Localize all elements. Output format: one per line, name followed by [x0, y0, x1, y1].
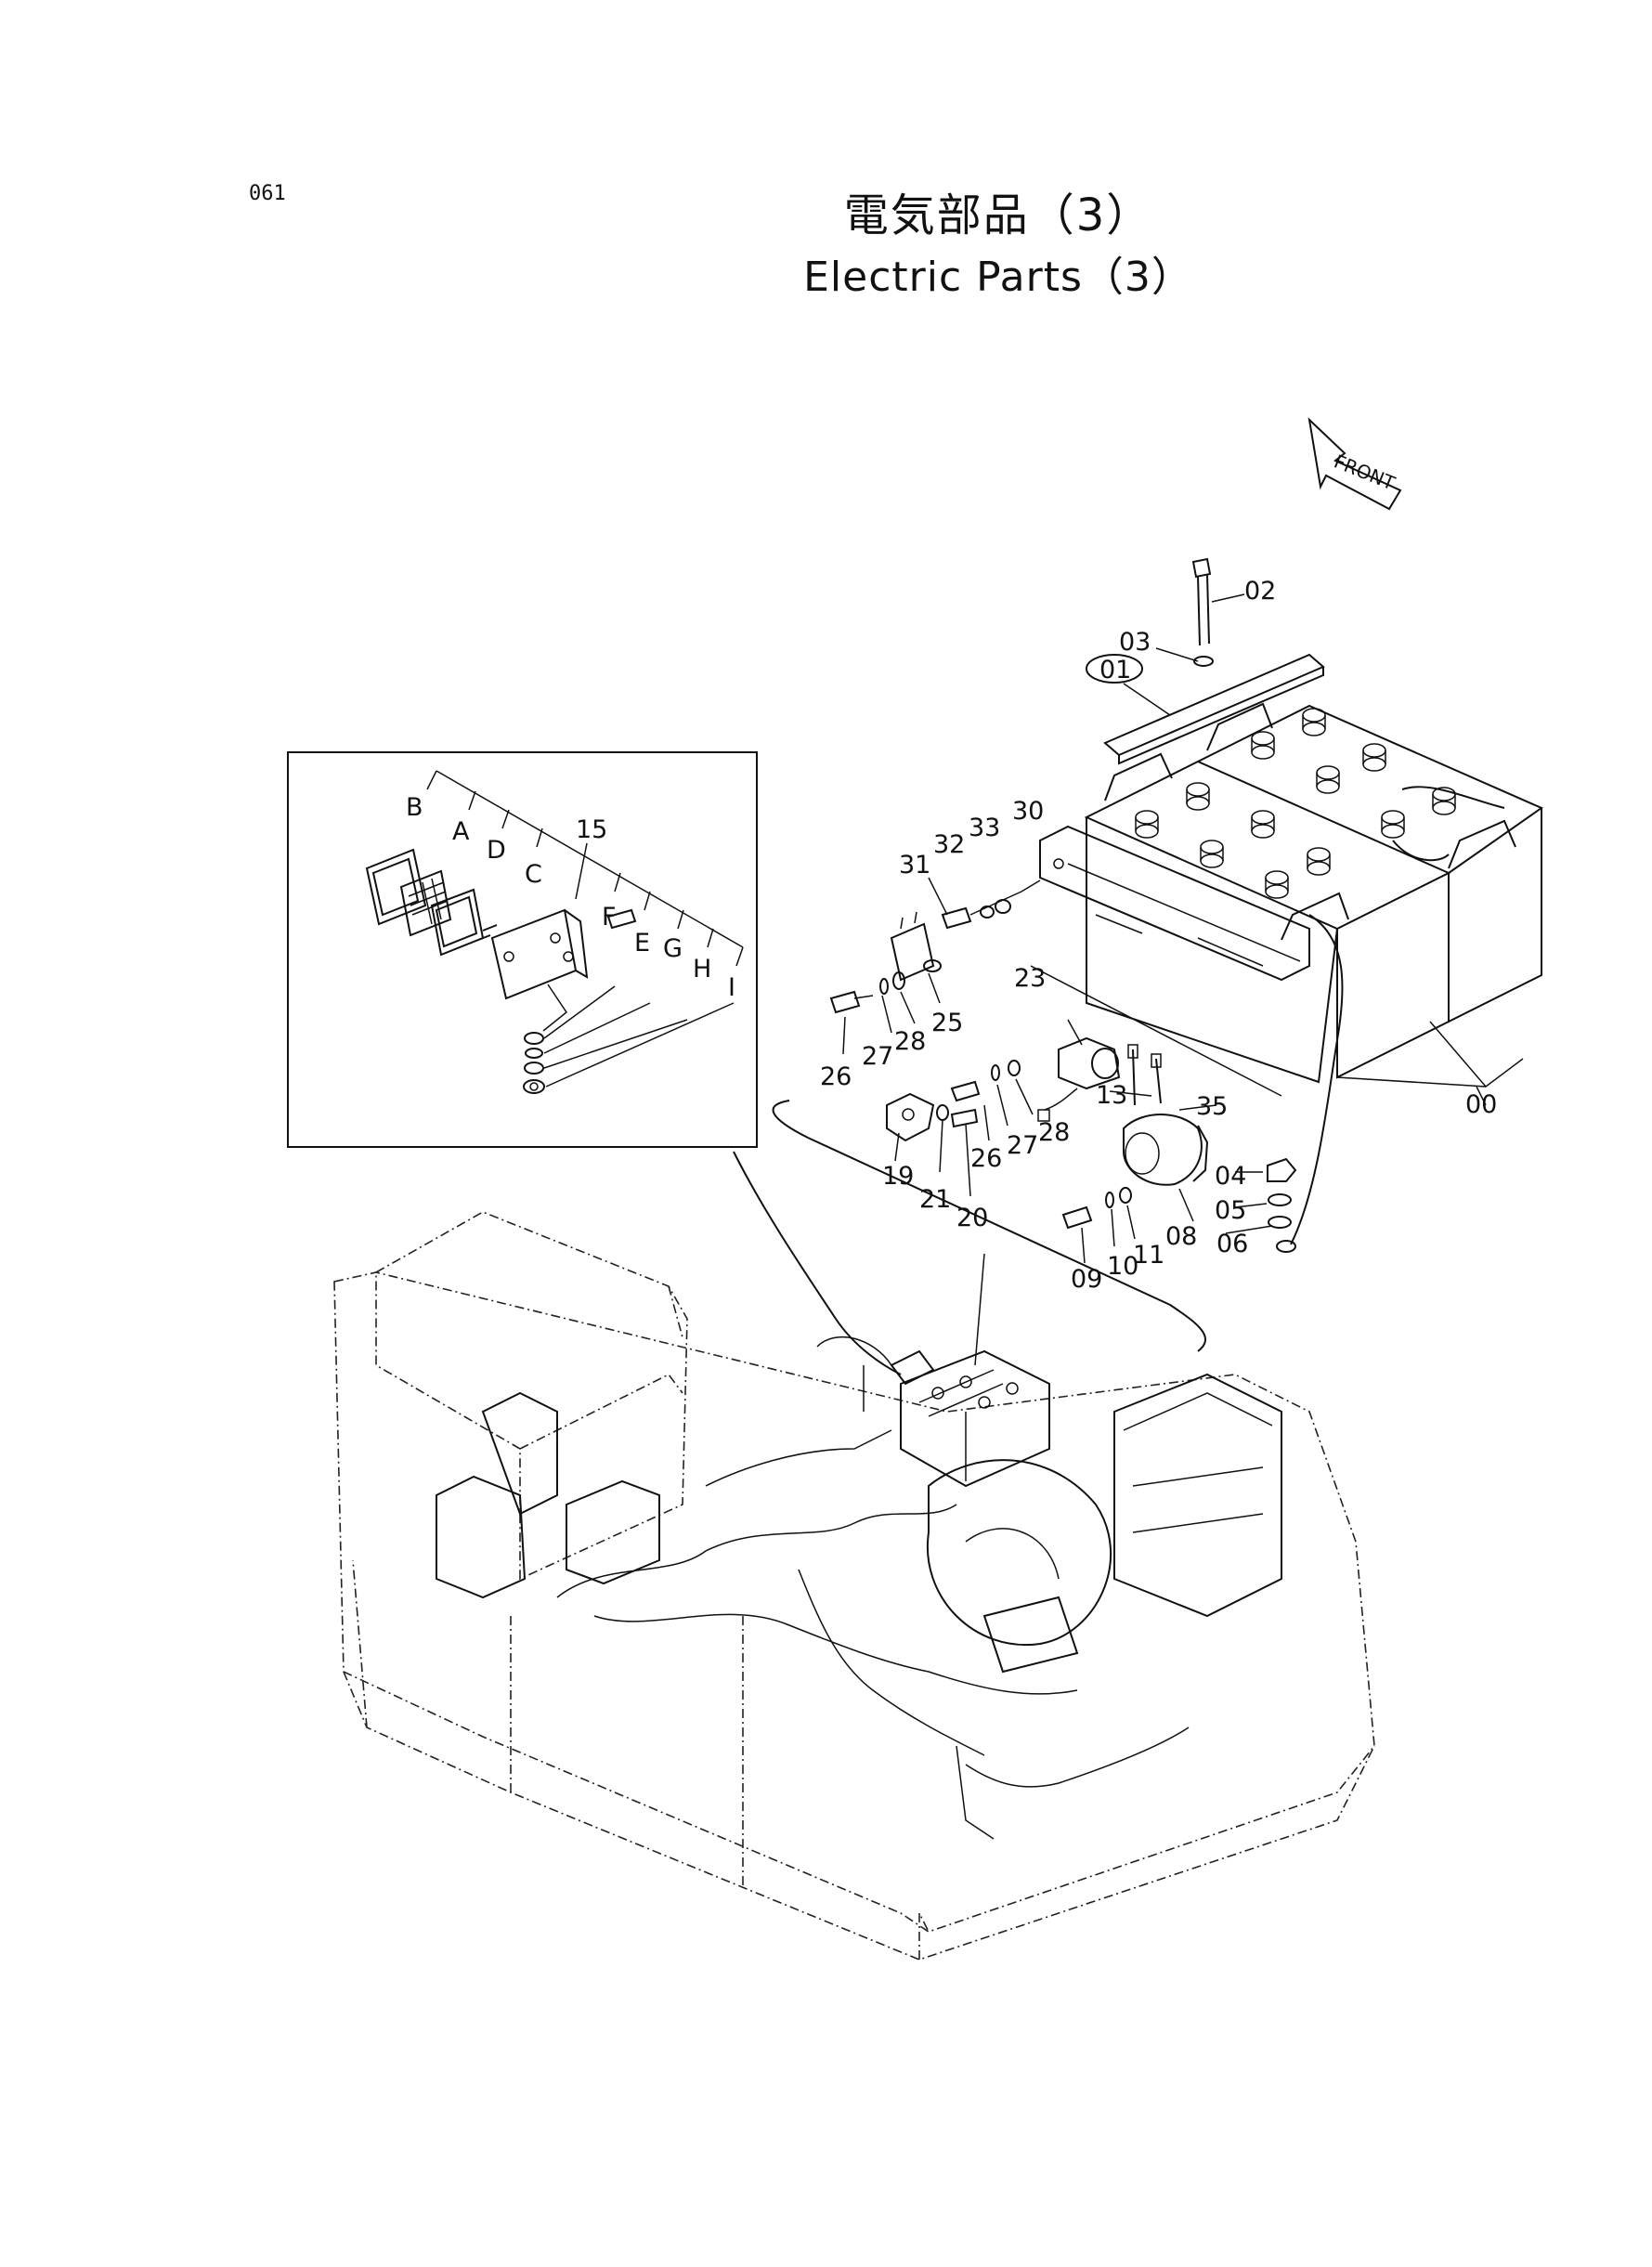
label-C: C	[525, 860, 542, 889]
label-27a: 27	[862, 1042, 893, 1071]
label-31: 31	[899, 851, 930, 879]
label-13: 13	[1096, 1081, 1127, 1110]
label-F: F	[602, 903, 617, 932]
machine-body	[333, 1151, 1375, 1961]
callout-labels: 02 03 01 30 33 32 31 23 25 28 27 26 13 3…	[820, 577, 1497, 1294]
label-A: A	[452, 817, 470, 846]
label-27b: 27	[1007, 1131, 1038, 1160]
label-30: 30	[1012, 797, 1044, 826]
label-06: 06	[1216, 1230, 1248, 1258]
label-33: 33	[969, 814, 1000, 842]
label-08: 08	[1165, 1222, 1197, 1251]
small-parts	[772, 877, 1297, 1352]
label-00: 00	[1465, 1090, 1497, 1119]
label-21: 21	[919, 1185, 951, 1214]
label-09: 09	[1071, 1265, 1102, 1294]
inset-lamp-box: B A D C 15 F E G H I	[287, 751, 758, 1148]
label-15: 15	[576, 815, 607, 844]
label-26a: 26	[820, 1062, 852, 1091]
label-19: 19	[882, 1162, 914, 1191]
label-B: B	[406, 793, 423, 822]
label-H: H	[693, 955, 711, 984]
label-01: 01	[1099, 656, 1131, 684]
label-10: 10	[1107, 1252, 1138, 1281]
front-label: FRONT	[1331, 449, 1398, 494]
label-26b: 26	[970, 1144, 1002, 1173]
label-D: D	[487, 836, 506, 865]
label-11: 11	[1133, 1241, 1164, 1270]
label-04: 04	[1215, 1162, 1246, 1191]
label-32: 32	[933, 830, 965, 859]
title-english: Electric Parts（3）	[803, 254, 1193, 301]
label-35: 35	[1196, 1092, 1228, 1121]
label-I: I	[728, 973, 735, 1002]
label-28b: 28	[1038, 1118, 1070, 1147]
title-japanese: 電気部品（3）	[843, 189, 1153, 241]
label-23: 23	[1014, 964, 1046, 993]
label-28a: 28	[894, 1027, 926, 1056]
label-G: G	[663, 934, 683, 963]
label-05: 05	[1215, 1196, 1246, 1225]
label-25: 25	[931, 1009, 963, 1037]
label-E: E	[634, 929, 650, 958]
label-20: 20	[956, 1204, 988, 1232]
battery-assembly	[1039, 557, 1544, 1245]
front-arrow: FRONT	[1307, 417, 1402, 511]
label-02: 02	[1244, 577, 1276, 606]
label-03: 03	[1119, 628, 1151, 657]
page-number: 061	[249, 182, 286, 205]
